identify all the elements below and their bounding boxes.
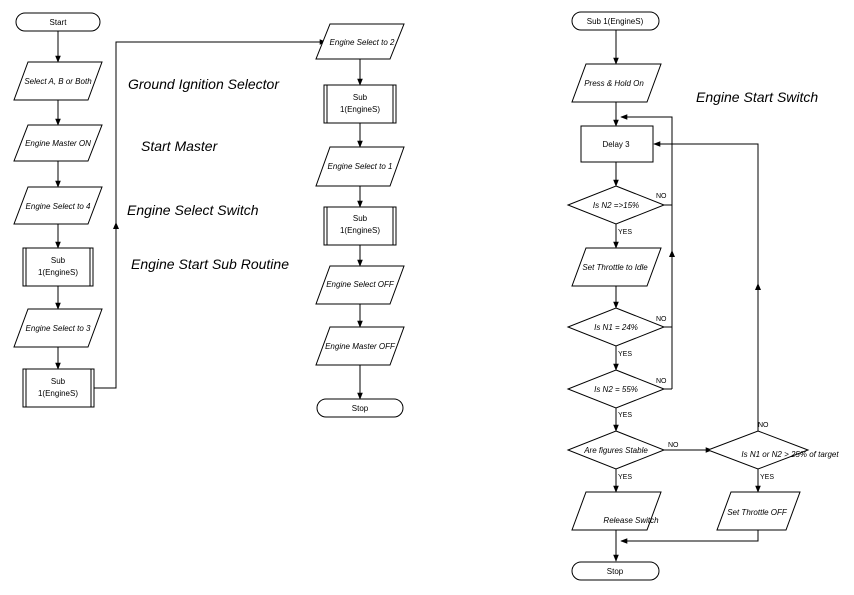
- node-engine-master-on-label: Engine Master ON: [25, 139, 91, 148]
- node-sub-b-line1: Sub: [51, 377, 66, 386]
- edge-sub-b-to-engine-select-2: [94, 39, 327, 389]
- label-yes-stable: YES: [618, 474, 632, 481]
- node-stop-b-label: Stop: [607, 567, 624, 576]
- node-engine-master-off-label: Engine Master OFF: [325, 342, 396, 351]
- node-press-hold: [571, 63, 662, 103]
- node-sub-a: [22, 247, 94, 287]
- node-set-throttle-idle: [571, 247, 662, 287]
- caption-engine-start-sub: Engine Start Sub Routine: [131, 256, 289, 272]
- node-engine-select-off: [315, 265, 405, 305]
- node-is-n1-24-label: Is N1 = 24%: [594, 323, 638, 332]
- captions: Ground Ignition Selector Start Master En…: [127, 76, 818, 272]
- node-sub-b: [22, 368, 95, 408]
- node-sub-c: [323, 84, 397, 124]
- node-delay-label: Delay 3: [602, 140, 630, 149]
- node-engine-master-off: [315, 326, 405, 366]
- node-are-figures-stable: [566, 430, 666, 470]
- node-sub-d-line2: 1(EngineS): [340, 226, 380, 235]
- node-sub-d: [323, 206, 397, 246]
- label-no-target: NO: [758, 422, 769, 429]
- edge-loop-back-to-delay: [620, 114, 673, 205]
- node-engine-select-1-label: Engine Select to 1: [328, 162, 393, 171]
- edge-arrowhead-up: [113, 222, 119, 229]
- node-stop-a-label: Stop: [352, 404, 369, 413]
- caption-engine-select-switch: Engine Select Switch: [127, 202, 259, 218]
- node-set-throttle-idle-label: Set Throttle to Idle: [582, 263, 648, 272]
- edges: [55, 30, 761, 562]
- node-sub-c-line2: 1(EngineS): [340, 105, 380, 114]
- edge-target-no: [653, 141, 759, 432]
- node-release-switch-label: Release Switch: [603, 516, 659, 525]
- node-engine-select-3-label: Engine Select to 3: [26, 324, 91, 333]
- node-sub-b-line2: 1(EngineS): [38, 389, 78, 398]
- edge-labels: NO YES NO YES NO YES NO YES NO YES: [618, 193, 774, 481]
- label-no-stable: NO: [668, 442, 679, 449]
- node-engine-select-4: [13, 186, 103, 225]
- node-release-switch: [571, 491, 662, 531]
- caption-engine-start-switch: Engine Start Switch: [696, 89, 818, 105]
- node-sub-c-line1: Sub: [353, 93, 368, 102]
- node-are-figures-stable-label: Are figures Stable: [583, 446, 648, 455]
- label-yes-n2-55: YES: [618, 412, 632, 419]
- node-is-n1-24: [566, 307, 666, 347]
- nodes: Start Select A, B or Both Engine Master …: [13, 11, 839, 581]
- node-engine-select-3: [13, 308, 103, 348]
- node-set-throttle-off-label: Set Throttle OFF: [727, 508, 788, 517]
- caption-start-master: Start Master: [141, 138, 219, 154]
- node-start-terminal: [15, 12, 101, 32]
- node-is-n1n2-25-label: Is N1 or N2 > 25% of target: [741, 450, 839, 459]
- node-engine-select-off-label: Engine Select OFF: [326, 280, 395, 289]
- node-set-throttle-off: [716, 491, 801, 531]
- label-no-n1-24: NO: [656, 316, 667, 323]
- node-sub-a-line1: Sub: [51, 256, 66, 265]
- node-delay: [580, 125, 654, 163]
- node-engine-select-2: [315, 23, 405, 60]
- node-select-ab-label: Select A, B or Both: [24, 77, 92, 86]
- node-is-n1n2-25: [706, 430, 810, 470]
- node-is-n2-15: [566, 185, 666, 225]
- node-is-n2-15-label: Is N2 =>15%: [593, 201, 639, 210]
- node-sub-d-line1: Sub: [353, 214, 368, 223]
- node-engine-master-on: [13, 124, 103, 162]
- edge-arrowhead-up-a: [669, 250, 675, 257]
- label-yes-target: YES: [760, 474, 774, 481]
- node-engine-select-2-label: Engine Select to 2: [330, 38, 395, 47]
- node-stop-terminal-b: [571, 561, 660, 581]
- label-yes-n2-15: YES: [618, 229, 632, 236]
- node-press-hold-label: Press & Hold On: [584, 79, 644, 88]
- label-yes-n1-24: YES: [618, 351, 632, 358]
- node-engine-select-4-label: Engine Select to 4: [26, 202, 91, 211]
- node-is-n2-55-label: Is N2 = 55%: [594, 385, 638, 394]
- edge-arrowhead-up-b: [755, 283, 761, 290]
- node-start-label: Start: [50, 18, 68, 27]
- caption-ground-ignition: Ground Ignition Selector: [128, 76, 280, 92]
- label-no-n2-15: NO: [656, 193, 667, 200]
- node-sub-start-terminal: [571, 11, 660, 31]
- node-stop-terminal-a: [316, 398, 404, 418]
- edge-throttle-off-to-main: [620, 530, 759, 544]
- node-engine-select-1: [315, 146, 405, 187]
- node-is-n2-55: [566, 369, 666, 409]
- node-sub-a-line2: 1(EngineS): [38, 268, 78, 277]
- label-no-n2-55: NO: [656, 378, 667, 385]
- node-select-ab: [13, 61, 103, 101]
- node-sub-start-label: Sub 1(EngineS): [587, 17, 644, 26]
